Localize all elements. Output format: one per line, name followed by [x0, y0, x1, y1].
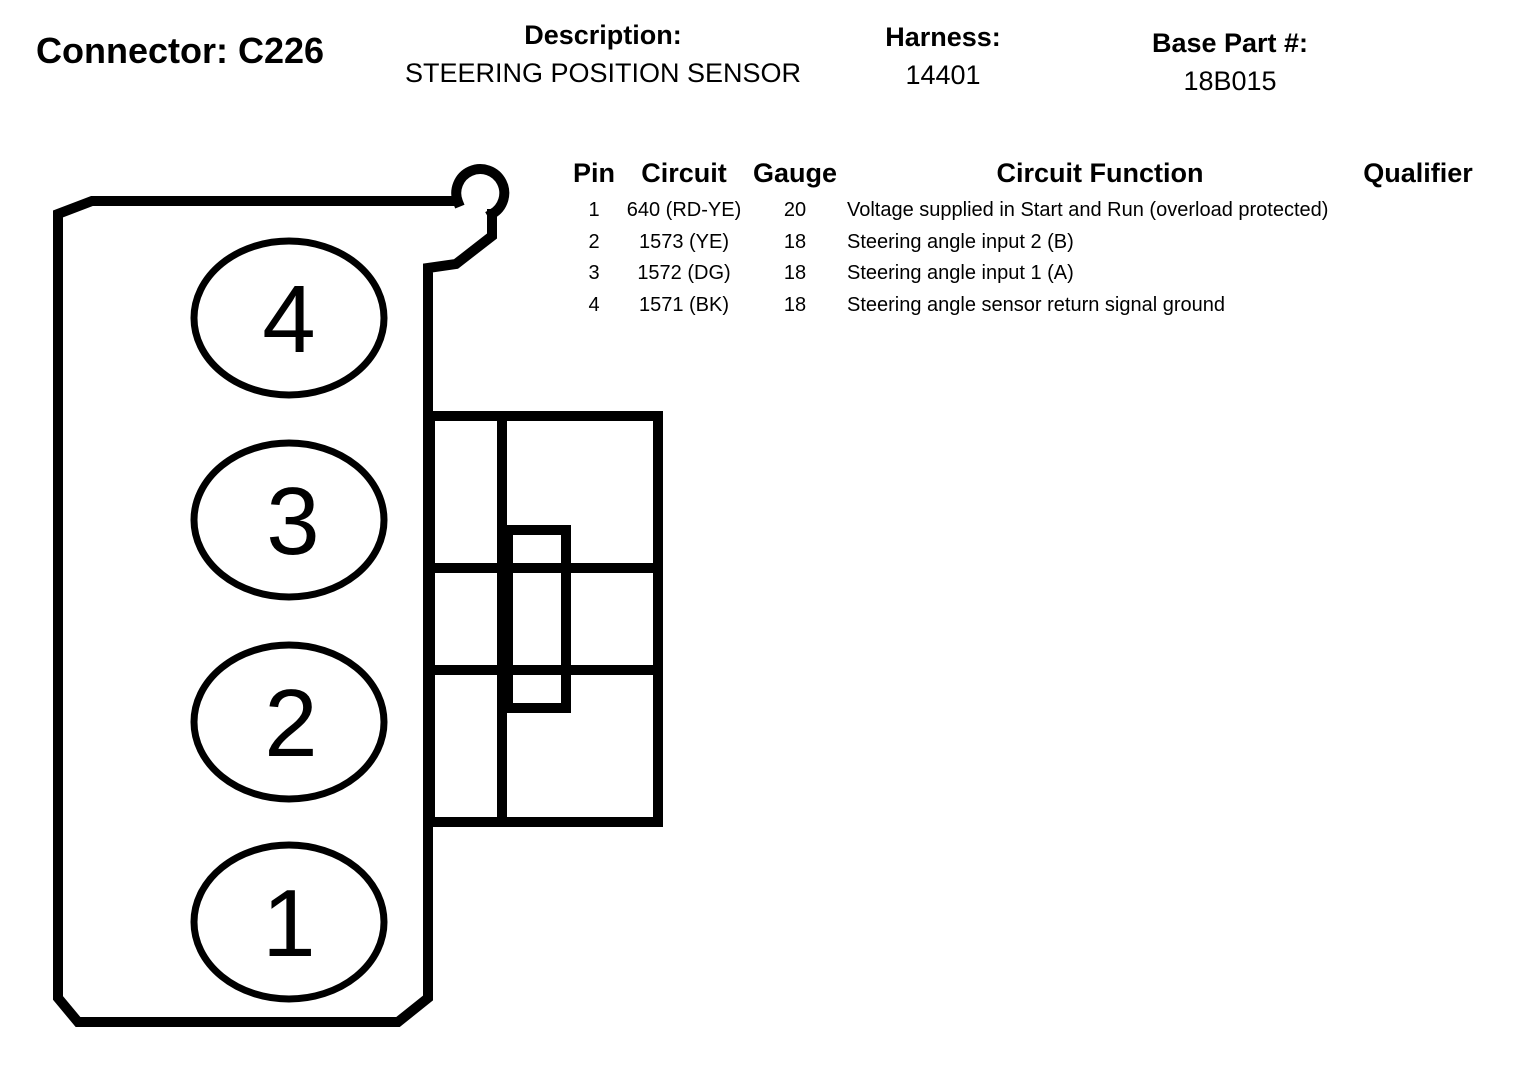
pin-cavity-4: 4: [190, 237, 388, 399]
col-header-gauge: Gauge: [752, 158, 838, 188]
col-header-qualifier: Qualifier: [1363, 158, 1473, 188]
row-pin: 2: [588, 231, 600, 253]
pin-label-3: 3: [266, 468, 319, 575]
row-function: Steering angle input 1 (A): [847, 262, 1074, 284]
pin-cavity-1: 1: [190, 841, 388, 1003]
latch-ring: [451, 164, 510, 221]
row-pin: 3: [588, 262, 600, 284]
row-circuit: 640 (RD-YE): [626, 199, 742, 221]
pin-cavity-2: 2: [190, 641, 388, 803]
connector-title: Connector: C226: [36, 30, 325, 71]
connector-housing-outline: [53, 196, 497, 1027]
col-header-circuit: Circuit: [641, 158, 727, 188]
pin-label-1: 1: [262, 870, 315, 977]
harness-value: 14401: [905, 60, 981, 90]
row-function: Steering angle input 2 (B): [847, 231, 1074, 253]
row-circuit: 1572 (DG): [637, 262, 731, 284]
row-gauge: 18: [783, 231, 807, 253]
row-function: Voltage supplied in Start and Run (overl…: [847, 199, 1329, 221]
harness-label: Harness:: [885, 22, 1001, 52]
row-gauge: 18: [783, 262, 807, 284]
locking-tab-outline: [425, 411, 663, 827]
row-pin: 4: [588, 294, 600, 316]
row-gauge: 18: [783, 294, 807, 316]
description-value: STEERING POSITION SENSOR: [404, 58, 802, 88]
description-label: Description:: [524, 20, 682, 50]
col-header-function: Circuit Function: [996, 158, 1204, 188]
row-function: Steering angle sensor return signal grou…: [847, 294, 1226, 316]
pin-cavity-3: 3: [190, 439, 388, 601]
row-gauge: 20: [783, 199, 807, 221]
pin-label-2: 2: [264, 670, 317, 777]
col-header-pin: Pin: [572, 158, 615, 188]
locking-tab-key: [503, 525, 571, 713]
base-part-value: 18B015: [1183, 66, 1277, 96]
row-pin: 1: [588, 199, 600, 221]
pin-label-4: 4: [262, 266, 315, 373]
base-part-label: Base Part #:: [1151, 28, 1309, 58]
row-circuit: 1573 (YE): [638, 231, 730, 253]
row-circuit: 1571 (BK): [638, 294, 730, 316]
